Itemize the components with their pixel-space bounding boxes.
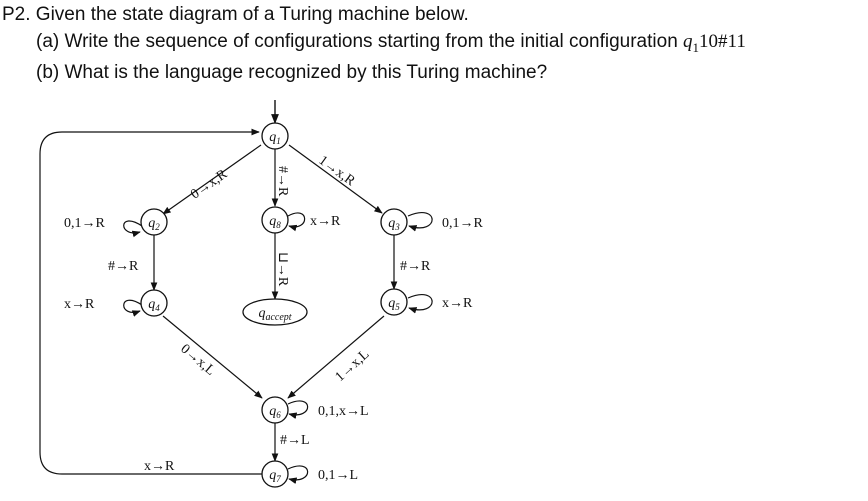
label-q5-q6: 1→x,L	[333, 347, 373, 385]
loop-q5	[407, 293, 433, 314]
initial-config-state: q	[683, 31, 693, 52]
label-q2-loop: 0,1→R	[64, 216, 106, 231]
initial-config-subscript: 1	[692, 39, 700, 55]
edge-q5-q6	[287, 315, 385, 399]
label-q2-q4: #→R	[108, 259, 139, 274]
state-q2-label: q2	[148, 216, 160, 232]
label-q7-loop: 0,1→L	[318, 468, 358, 483]
state-q8-label: q8	[269, 214, 281, 230]
state-q2	[140, 208, 168, 236]
state-q5	[380, 288, 408, 316]
state-qaccept	[242, 298, 308, 326]
label-q3-loop: 0,1→R	[442, 216, 484, 231]
state-q1	[261, 122, 289, 150]
label-q6-loop: 0,1,x→L	[318, 404, 369, 419]
loop-q2	[123, 220, 143, 238]
state-q1-label: q1	[269, 130, 281, 146]
label-q7-q1: x→R	[144, 459, 175, 474]
label-q4-q6: 0→x,L	[177, 342, 217, 379]
loop-q4	[123, 299, 143, 317]
problem-title: P2. Given the state diagram of a Turing …	[2, 4, 469, 25]
loop-q7	[287, 465, 309, 485]
state-q3-label: q3	[388, 216, 400, 232]
loop-q6	[287, 400, 309, 420]
part-a-question: (a) Write the sequence of configurations…	[36, 31, 746, 56]
state-q4	[140, 289, 168, 317]
state-q5-label: q5	[388, 296, 400, 312]
label-q4-loop: x→R	[64, 297, 95, 312]
loop-q3	[407, 211, 433, 232]
state-q3	[380, 208, 408, 236]
label-q8-loop: x→R	[310, 214, 341, 229]
label-q6-q7: #→L	[280, 433, 310, 448]
label-q8-qaccept: ⊔→R	[275, 252, 290, 287]
state-q4-label: q4	[148, 297, 160, 313]
state-q6	[261, 396, 289, 424]
label-q5-loop: x→R	[442, 296, 473, 311]
loop-q8	[287, 212, 306, 232]
label-q1-q8: #→R	[275, 166, 290, 197]
edge-q1-q3	[288, 144, 383, 214]
state-q8	[261, 206, 289, 234]
initial-config-tape: 10#11	[699, 31, 746, 52]
part-a-text: (a) Write the sequence of configurations…	[36, 31, 684, 52]
label-q3-q5: #→R	[400, 259, 431, 274]
state-q7-label: q7	[269, 468, 281, 484]
state-qaccept-label: qaccept	[258, 306, 291, 323]
label-q1-q3: 1→x,R	[316, 153, 358, 190]
label-q1-q2: 0→x,R	[188, 166, 231, 202]
state-q7	[261, 460, 289, 488]
state-q6-label: q6	[269, 404, 281, 420]
edge-q1-q2	[162, 144, 262, 215]
edge-q4-q6	[162, 315, 263, 399]
part-b-question: (b) What is the language recognized by t…	[36, 62, 548, 83]
edge-q7-q1	[39, 128, 262, 475]
